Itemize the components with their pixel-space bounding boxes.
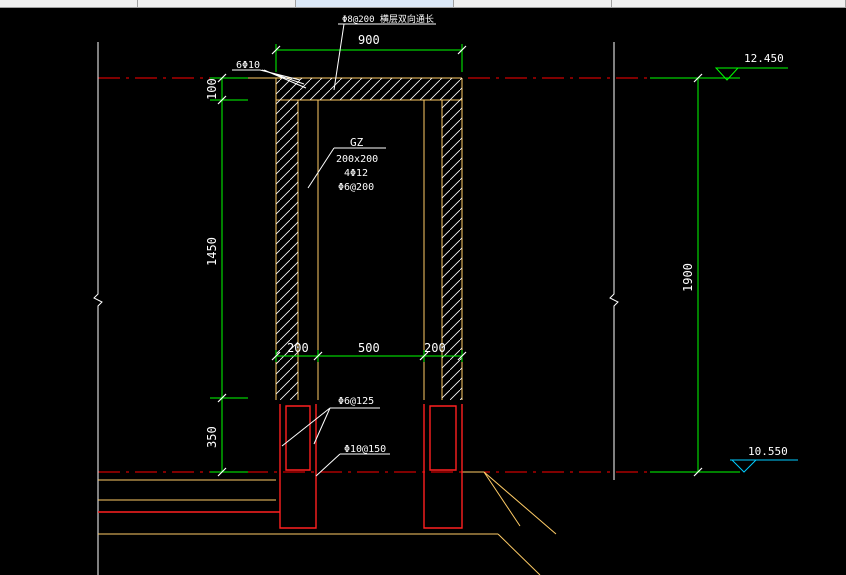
top-note-label: Φ8@200 横层双向通长: [342, 13, 434, 25]
hatch-top-slab: [276, 78, 462, 100]
gz-size-label: 200x200: [336, 154, 378, 165]
gz-main-bar-label: 4Φ12: [344, 168, 368, 179]
height-mid-label: 1450: [205, 237, 219, 266]
height-top-label: 100: [205, 78, 219, 100]
tab-2[interactable]: [138, 0, 296, 7]
span-mid-label: 500: [358, 341, 380, 355]
elevation-bottom-label: 10.550: [748, 445, 788, 458]
width-total-label: 900: [358, 33, 380, 47]
hatch-right-wall: [442, 100, 462, 400]
rebar: [98, 404, 463, 529]
left-bar-note-label: 6Φ10: [236, 60, 260, 71]
rebar-right-u: [423, 404, 463, 529]
tab-5[interactable]: [612, 0, 846, 7]
rebar-left-u: [279, 404, 317, 529]
break-lines: [93, 42, 619, 575]
bar-note-label: Φ10@150: [344, 444, 386, 455]
break-line-right: [609, 42, 619, 480]
span-right-label: 200: [424, 341, 446, 355]
height-bottom-label: 350: [205, 426, 219, 448]
dimension-ticks: [217, 45, 703, 477]
height-total-label: 1900: [681, 263, 695, 292]
window-tab-strip: [0, 0, 846, 8]
leader-lines: [232, 23, 436, 477]
stirrup-note-label: Φ6@125: [338, 396, 374, 407]
break-line-left: [93, 42, 103, 575]
tab-3[interactable]: [296, 0, 454, 7]
elevation-marker-bottom: [730, 459, 798, 473]
tab-4[interactable]: [454, 0, 612, 7]
gz-stirrup-label: Φ6@200: [338, 182, 374, 193]
elevation-top-label: 12.450: [744, 52, 784, 65]
rebar-right-inner: [429, 405, 457, 471]
tab-1[interactable]: [0, 0, 138, 7]
wall-outline: [98, 77, 557, 575]
rebar-left-inner: [285, 405, 311, 471]
axis-lines: [98, 77, 700, 473]
cad-drawing-canvas[interactable]: Φ8@200 横层双向通长 6Φ10 GZ 200x200 4Φ12 Φ6@20…: [0, 8, 846, 575]
hatch-left-wall: [276, 100, 298, 400]
dimension-lines: [210, 44, 788, 473]
gz-label: GZ: [350, 136, 364, 149]
span-left-label: 200: [287, 341, 309, 355]
